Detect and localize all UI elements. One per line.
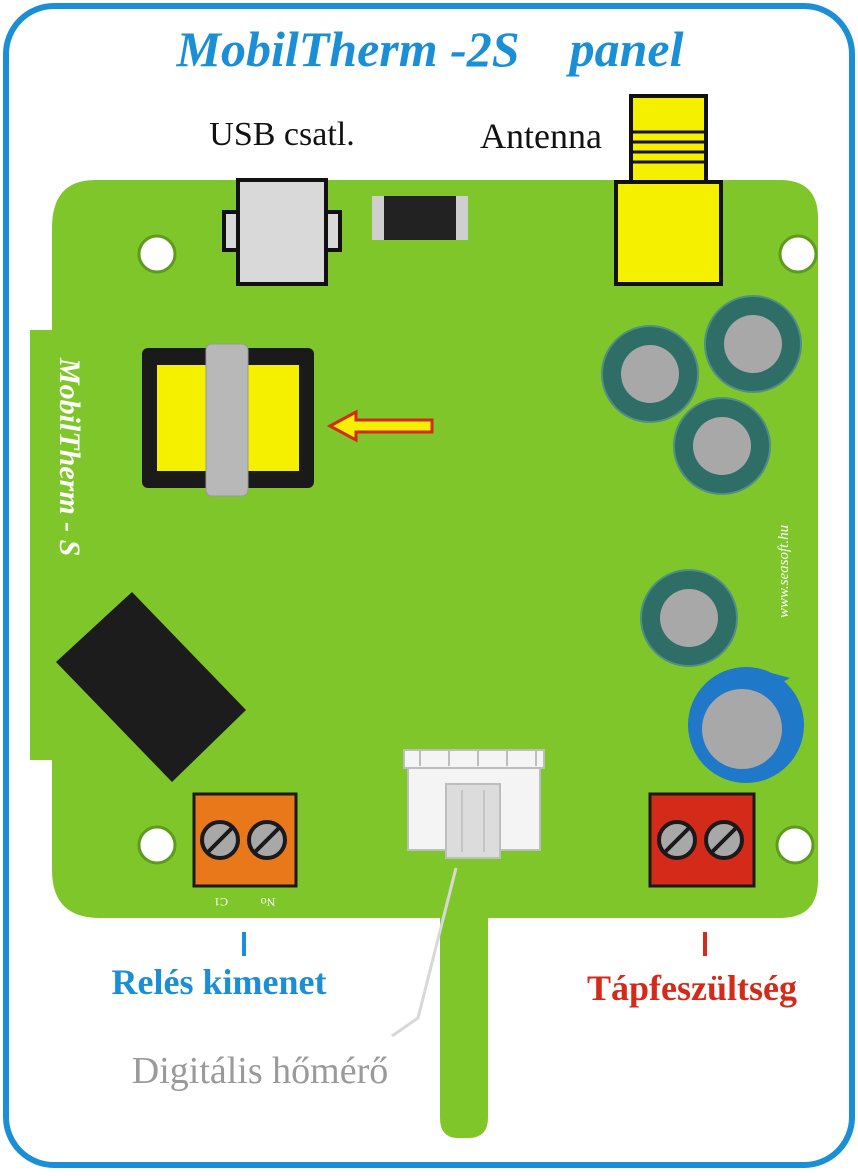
smd-component — [372, 196, 468, 240]
capacitor — [673, 397, 771, 495]
arrow-left-icon — [326, 409, 434, 443]
terminal-label-c1: C1 — [214, 895, 228, 909]
digital-thermometer-label: Digitális hőmérő — [132, 1050, 388, 1092]
power-terminal-block — [648, 792, 756, 888]
terminal-label-no: No — [261, 895, 276, 909]
antenna-connector — [629, 94, 708, 188]
mounting-hole — [137, 825, 177, 865]
capacitor-blue — [688, 667, 804, 783]
relay-output-label: Relés kimenet — [112, 962, 327, 1002]
thermometer-leader-line — [391, 867, 458, 1038]
relay-terminal-block — [192, 792, 298, 888]
antenna-label: Antenna — [480, 116, 602, 156]
usb-connector — [222, 178, 342, 286]
screw-icon — [704, 820, 744, 860]
capacitor — [704, 295, 802, 393]
panel-title: MobilTherm -2S panel — [176, 21, 684, 77]
website-text: www.seasoft.hu — [776, 525, 792, 618]
capacitor — [640, 569, 738, 667]
capacitor — [601, 325, 699, 423]
side-brand: MobilTherm - S — [53, 357, 86, 556]
sensor-connector — [403, 749, 545, 859]
microcontroller-chip — [56, 592, 246, 782]
antenna-base — [614, 180, 723, 286]
screw-icon — [247, 820, 287, 860]
screw-icon — [200, 820, 240, 860]
screw-icon — [657, 820, 697, 860]
mounting-hole — [778, 234, 818, 274]
mounting-hole — [775, 825, 815, 865]
power-supply-label: Tápfeszültség — [587, 968, 797, 1008]
mounting-hole — [137, 234, 177, 274]
usb-label: USB csatl. — [209, 116, 354, 153]
probe-tail — [440, 910, 488, 1138]
transformer — [142, 343, 314, 497]
